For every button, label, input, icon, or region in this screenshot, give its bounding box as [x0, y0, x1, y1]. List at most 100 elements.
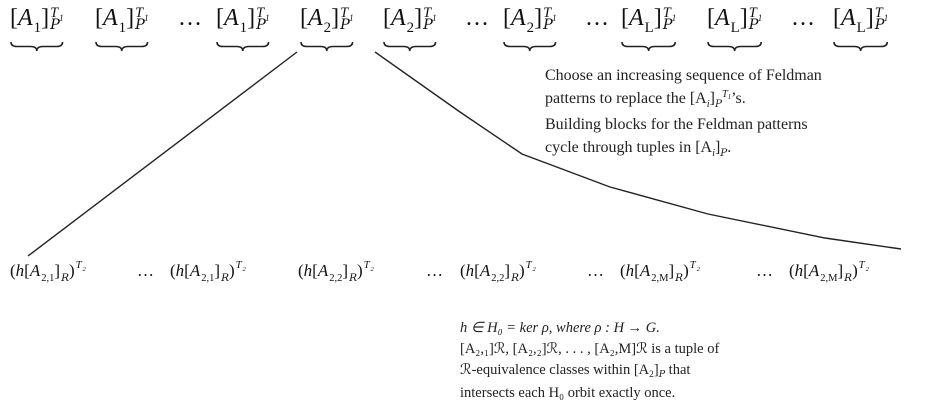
bottom-term: (h[A2,1]R)T2 — [170, 260, 246, 283]
underbrace — [503, 41, 557, 52]
term-base: A — [29, 261, 41, 280]
bracket-close: ] — [504, 261, 511, 280]
term-power: T2 — [236, 260, 246, 274]
term-class: P — [340, 17, 350, 34]
power-sub: 1 — [349, 13, 354, 24]
term-class: P — [423, 17, 433, 34]
paren-open: ( — [789, 261, 795, 280]
bracket-close: ] — [331, 5, 340, 31]
term-power: T2 — [689, 260, 700, 272]
power-sub: 1 — [552, 13, 557, 24]
term-base: A — [639, 261, 651, 280]
power-sub: 1 — [432, 13, 437, 24]
bracket-open: [ — [24, 261, 30, 280]
bottom-note-line-1: h ∈ H₀ = ker ρ, where ρ : H → G. — [460, 320, 660, 336]
term-index: 1 — [33, 19, 42, 36]
term-base: A — [841, 5, 856, 31]
underbrace — [383, 41, 437, 52]
power-sub: 1 — [757, 13, 763, 24]
power-sub: 1 — [59, 13, 64, 24]
term-h: h — [303, 261, 313, 280]
term-power: T1 — [875, 6, 888, 23]
term-power: T2 — [525, 260, 536, 274]
term-power: T1 — [543, 6, 556, 23]
term-index: 2,M — [820, 272, 838, 284]
bracket-close: ] — [739, 5, 748, 31]
power-letter: T — [689, 260, 696, 272]
term-class: R — [221, 271, 230, 284]
paren-open: ( — [170, 261, 176, 280]
ellipsis: … — [178, 5, 202, 31]
power-sub: 2 — [370, 266, 374, 274]
power-letter: T — [75, 260, 82, 272]
power-sub: 1 — [883, 13, 889, 24]
power-letter: T — [340, 5, 349, 22]
bracket-open: [ — [833, 5, 841, 31]
power-sub: 2 — [532, 266, 536, 274]
bottom-explanation-note: h ∈ H₀ = ker ρ, where ρ : H → G. [A₂,₁]ℛ… — [460, 318, 719, 404]
top-note-line-3: Building blocks for the Feldman patterns — [545, 116, 808, 133]
paren-close: ) — [519, 261, 525, 280]
term-power: T1 — [135, 5, 148, 23]
underbrace — [10, 41, 64, 52]
connector-right — [374, 51, 902, 250]
term-base: A — [103, 5, 118, 31]
underbrace — [300, 41, 354, 52]
term-index: 2 — [406, 19, 415, 36]
power-sub: 2 — [82, 266, 86, 274]
paren-open: ( — [298, 261, 304, 280]
paren-close: ) — [852, 261, 858, 280]
bracket-open: [ — [312, 261, 318, 280]
term-base: A — [715, 5, 730, 31]
bracket-close: ] — [653, 5, 662, 31]
term-base: A — [391, 5, 406, 31]
term-class: R — [349, 271, 358, 284]
bracket-close: ] — [247, 5, 256, 31]
term-h: h — [15, 261, 25, 280]
top-note-line-2: patterns to replace the [Ai]PT1’s. — [545, 88, 746, 110]
bracket-open: [ — [474, 261, 480, 280]
power-sub: 1 — [671, 13, 677, 24]
term-base: A — [479, 261, 491, 280]
term-index: L — [730, 19, 740, 36]
term-power: T2 — [75, 260, 86, 274]
power-letter: T — [363, 260, 370, 272]
bracket-close: ] — [41, 5, 50, 31]
ellipsis: … — [465, 5, 489, 31]
term-class: P — [662, 17, 673, 34]
ellipsis: … — [585, 5, 609, 31]
term-class: P — [50, 17, 60, 34]
power-sub: 2 — [242, 266, 246, 274]
bracket-open: [ — [503, 5, 511, 31]
term-power: T1 — [340, 5, 353, 23]
bracket-close: ] — [414, 5, 423, 31]
power-letter: T — [135, 5, 144, 22]
bracket-close: ] — [214, 261, 221, 280]
term-index: 1 — [118, 19, 127, 36]
ellipsis: … — [587, 261, 604, 280]
term-base: A — [808, 261, 820, 280]
term-index: 2,1 — [201, 272, 215, 284]
term-index: L — [644, 19, 654, 36]
ellipsis: … — [426, 261, 443, 280]
connector-left — [27, 51, 298, 257]
top-explanation-note: Choose an increasing sequence of Feldman… — [545, 64, 822, 161]
bottom-note-line-3: ℛ-equivalence classes within [A2]P that — [460, 362, 691, 381]
power-letter: T — [525, 260, 532, 272]
term-class: P — [874, 17, 885, 34]
term-class: R — [844, 271, 853, 284]
ellipsis: … — [791, 5, 815, 31]
term-base: A — [18, 5, 33, 31]
underbrace — [833, 41, 889, 52]
bracket-open: [ — [634, 261, 640, 280]
